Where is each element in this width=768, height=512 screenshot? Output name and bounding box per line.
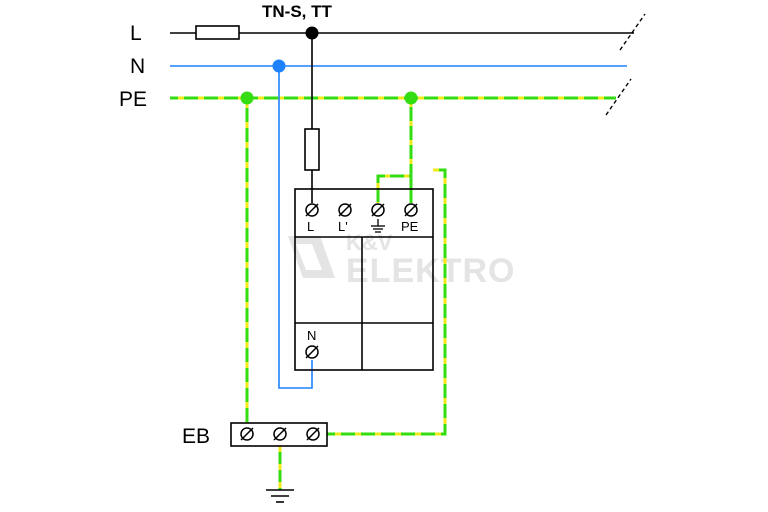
terminal-label-n: N xyxy=(307,328,316,343)
n-branch xyxy=(278,66,313,389)
junction-l xyxy=(305,26,319,40)
pe-return xyxy=(326,168,447,436)
watermark-text-1: K&V xyxy=(346,230,393,255)
break-mark xyxy=(619,13,646,51)
terminal-screw-icon xyxy=(240,427,320,441)
watermark-logo-icon xyxy=(288,236,335,278)
diagram-title: TN-S, TT xyxy=(262,2,332,21)
l-branch xyxy=(304,33,320,203)
label-n: N xyxy=(130,55,145,78)
label-eb: EB xyxy=(182,425,210,448)
watermark: K&V ELEKTRO xyxy=(288,230,515,290)
main-fuse xyxy=(195,25,240,40)
break-mark xyxy=(605,78,632,116)
surge-protection-device: L L' PE N xyxy=(294,188,434,371)
earthing-bar xyxy=(230,422,328,447)
junction-n xyxy=(272,59,286,73)
terminal-screw-icon xyxy=(305,203,418,217)
terminal-label-pe: PE xyxy=(401,219,419,234)
ground-symbol-icon xyxy=(371,219,385,233)
terminal-label-l: L xyxy=(307,219,314,234)
label-pe: PE xyxy=(119,88,147,111)
junction-pe-right xyxy=(404,91,418,105)
junction-pe-left xyxy=(240,91,254,105)
watermark-text-2: ELEKTRO xyxy=(346,252,515,290)
l-conductor xyxy=(170,25,634,40)
earth-icon xyxy=(266,489,294,503)
branch-fuse xyxy=(304,128,320,171)
terminal-label-l-prime: L' xyxy=(338,219,348,234)
label-l: L xyxy=(130,22,142,45)
pe-branch-device xyxy=(376,98,413,203)
terminal-screw-icon xyxy=(305,345,319,359)
